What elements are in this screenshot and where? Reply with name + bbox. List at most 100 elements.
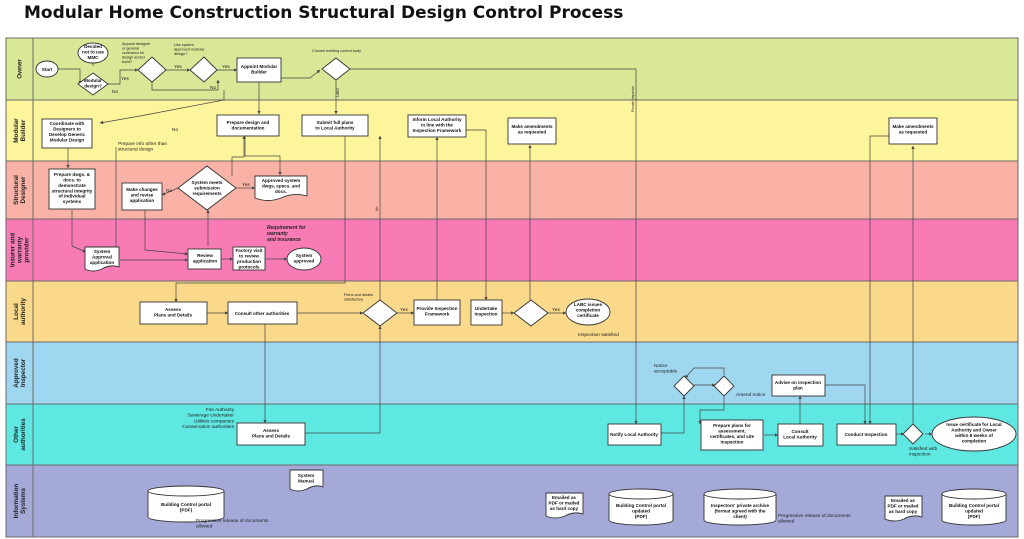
inspection-satisfied-label: Inspection satisfied bbox=[578, 332, 619, 338]
start-text: Start bbox=[42, 67, 53, 72]
factory-visit-node bbox=[232, 246, 266, 271]
portal1-text: Building Control portal(PDF) bbox=[161, 502, 211, 512]
choose-body-decision bbox=[321, 57, 351, 81]
assess-others-node bbox=[236, 422, 306, 446]
conduct-inspection-text: Conduct Inspection bbox=[845, 432, 888, 437]
meets-req-decision bbox=[177, 165, 237, 211]
lane-label-insurer: Insurer andwarrantyprovider bbox=[10, 233, 31, 267]
label-no-1: No bbox=[112, 89, 118, 95]
prepare-dwgs-node bbox=[48, 168, 96, 210]
diagram-title: Modular Home Construction Structural Des… bbox=[24, 3, 624, 23]
labc-issues-node bbox=[565, 298, 611, 326]
consult-others-node bbox=[227, 301, 298, 325]
archive-db bbox=[703, 488, 777, 526]
private-inspector-label: Private Inspector bbox=[631, 85, 635, 112]
system-approved-node bbox=[286, 247, 322, 271]
review-app-node bbox=[187, 248, 222, 270]
lane-inspector: ApprovedInspector bbox=[5, 341, 1019, 405]
emailed1-node bbox=[545, 492, 584, 519]
start-node bbox=[35, 60, 59, 78]
label-yes-3: Yes bbox=[222, 64, 230, 70]
make-changes-node bbox=[121, 182, 163, 211]
use-approved-decision bbox=[189, 56, 218, 83]
appoint-designer-decision bbox=[137, 56, 167, 83]
label-yes-1: Yes bbox=[121, 76, 129, 82]
advise-inspection-node bbox=[771, 374, 826, 397]
issue-cert-node bbox=[931, 416, 1017, 452]
coordinate-node bbox=[41, 118, 93, 149]
label-yes-5: Yes bbox=[552, 307, 560, 313]
decided-not-node bbox=[77, 42, 109, 64]
archive-text: Inspectors' private archive(format agree… bbox=[711, 503, 769, 519]
emailed2-node bbox=[884, 495, 923, 522]
lane-label-inspector: ApprovedInspector bbox=[13, 358, 27, 388]
prepare-design-node bbox=[216, 114, 280, 137]
system-approval-node bbox=[84, 246, 120, 272]
inspection-ok-decision bbox=[513, 299, 549, 327]
undertake-inspection-node bbox=[470, 299, 503, 326]
amend-notice-decision bbox=[713, 375, 735, 397]
notify-la-text: Notify Local Authority bbox=[610, 432, 658, 437]
amend-notice-label: Amend notice bbox=[736, 392, 766, 398]
lane-label-others: Otherauthorities bbox=[13, 418, 27, 451]
lane-label-designer: StructuralDesigner bbox=[13, 175, 27, 205]
lane-label-authority: Localauthority bbox=[13, 298, 27, 325]
portal1-db bbox=[147, 485, 225, 523]
consult-la-node bbox=[777, 423, 824, 447]
make-amend-builder-node bbox=[507, 117, 557, 145]
submit-plans-node bbox=[301, 114, 369, 137]
plans-satisfactory-decision bbox=[362, 299, 398, 327]
modular-design-decision bbox=[77, 72, 109, 96]
inform-la-node bbox=[407, 114, 467, 138]
notice-acceptable-decision bbox=[673, 375, 695, 397]
portal2-db bbox=[608, 488, 674, 526]
make-amend-builder2-node bbox=[888, 117, 938, 145]
label-no-others: No bbox=[375, 206, 379, 211]
label-no-2: No bbox=[210, 85, 216, 91]
approved-dwgs-node bbox=[254, 175, 308, 201]
lane-label-info: InformationSystems bbox=[13, 484, 27, 519]
assess-la-node bbox=[139, 301, 208, 325]
label-no-sm: No bbox=[166, 188, 172, 194]
provide-framework-node bbox=[413, 299, 461, 326]
system-manual-node bbox=[289, 469, 324, 492]
